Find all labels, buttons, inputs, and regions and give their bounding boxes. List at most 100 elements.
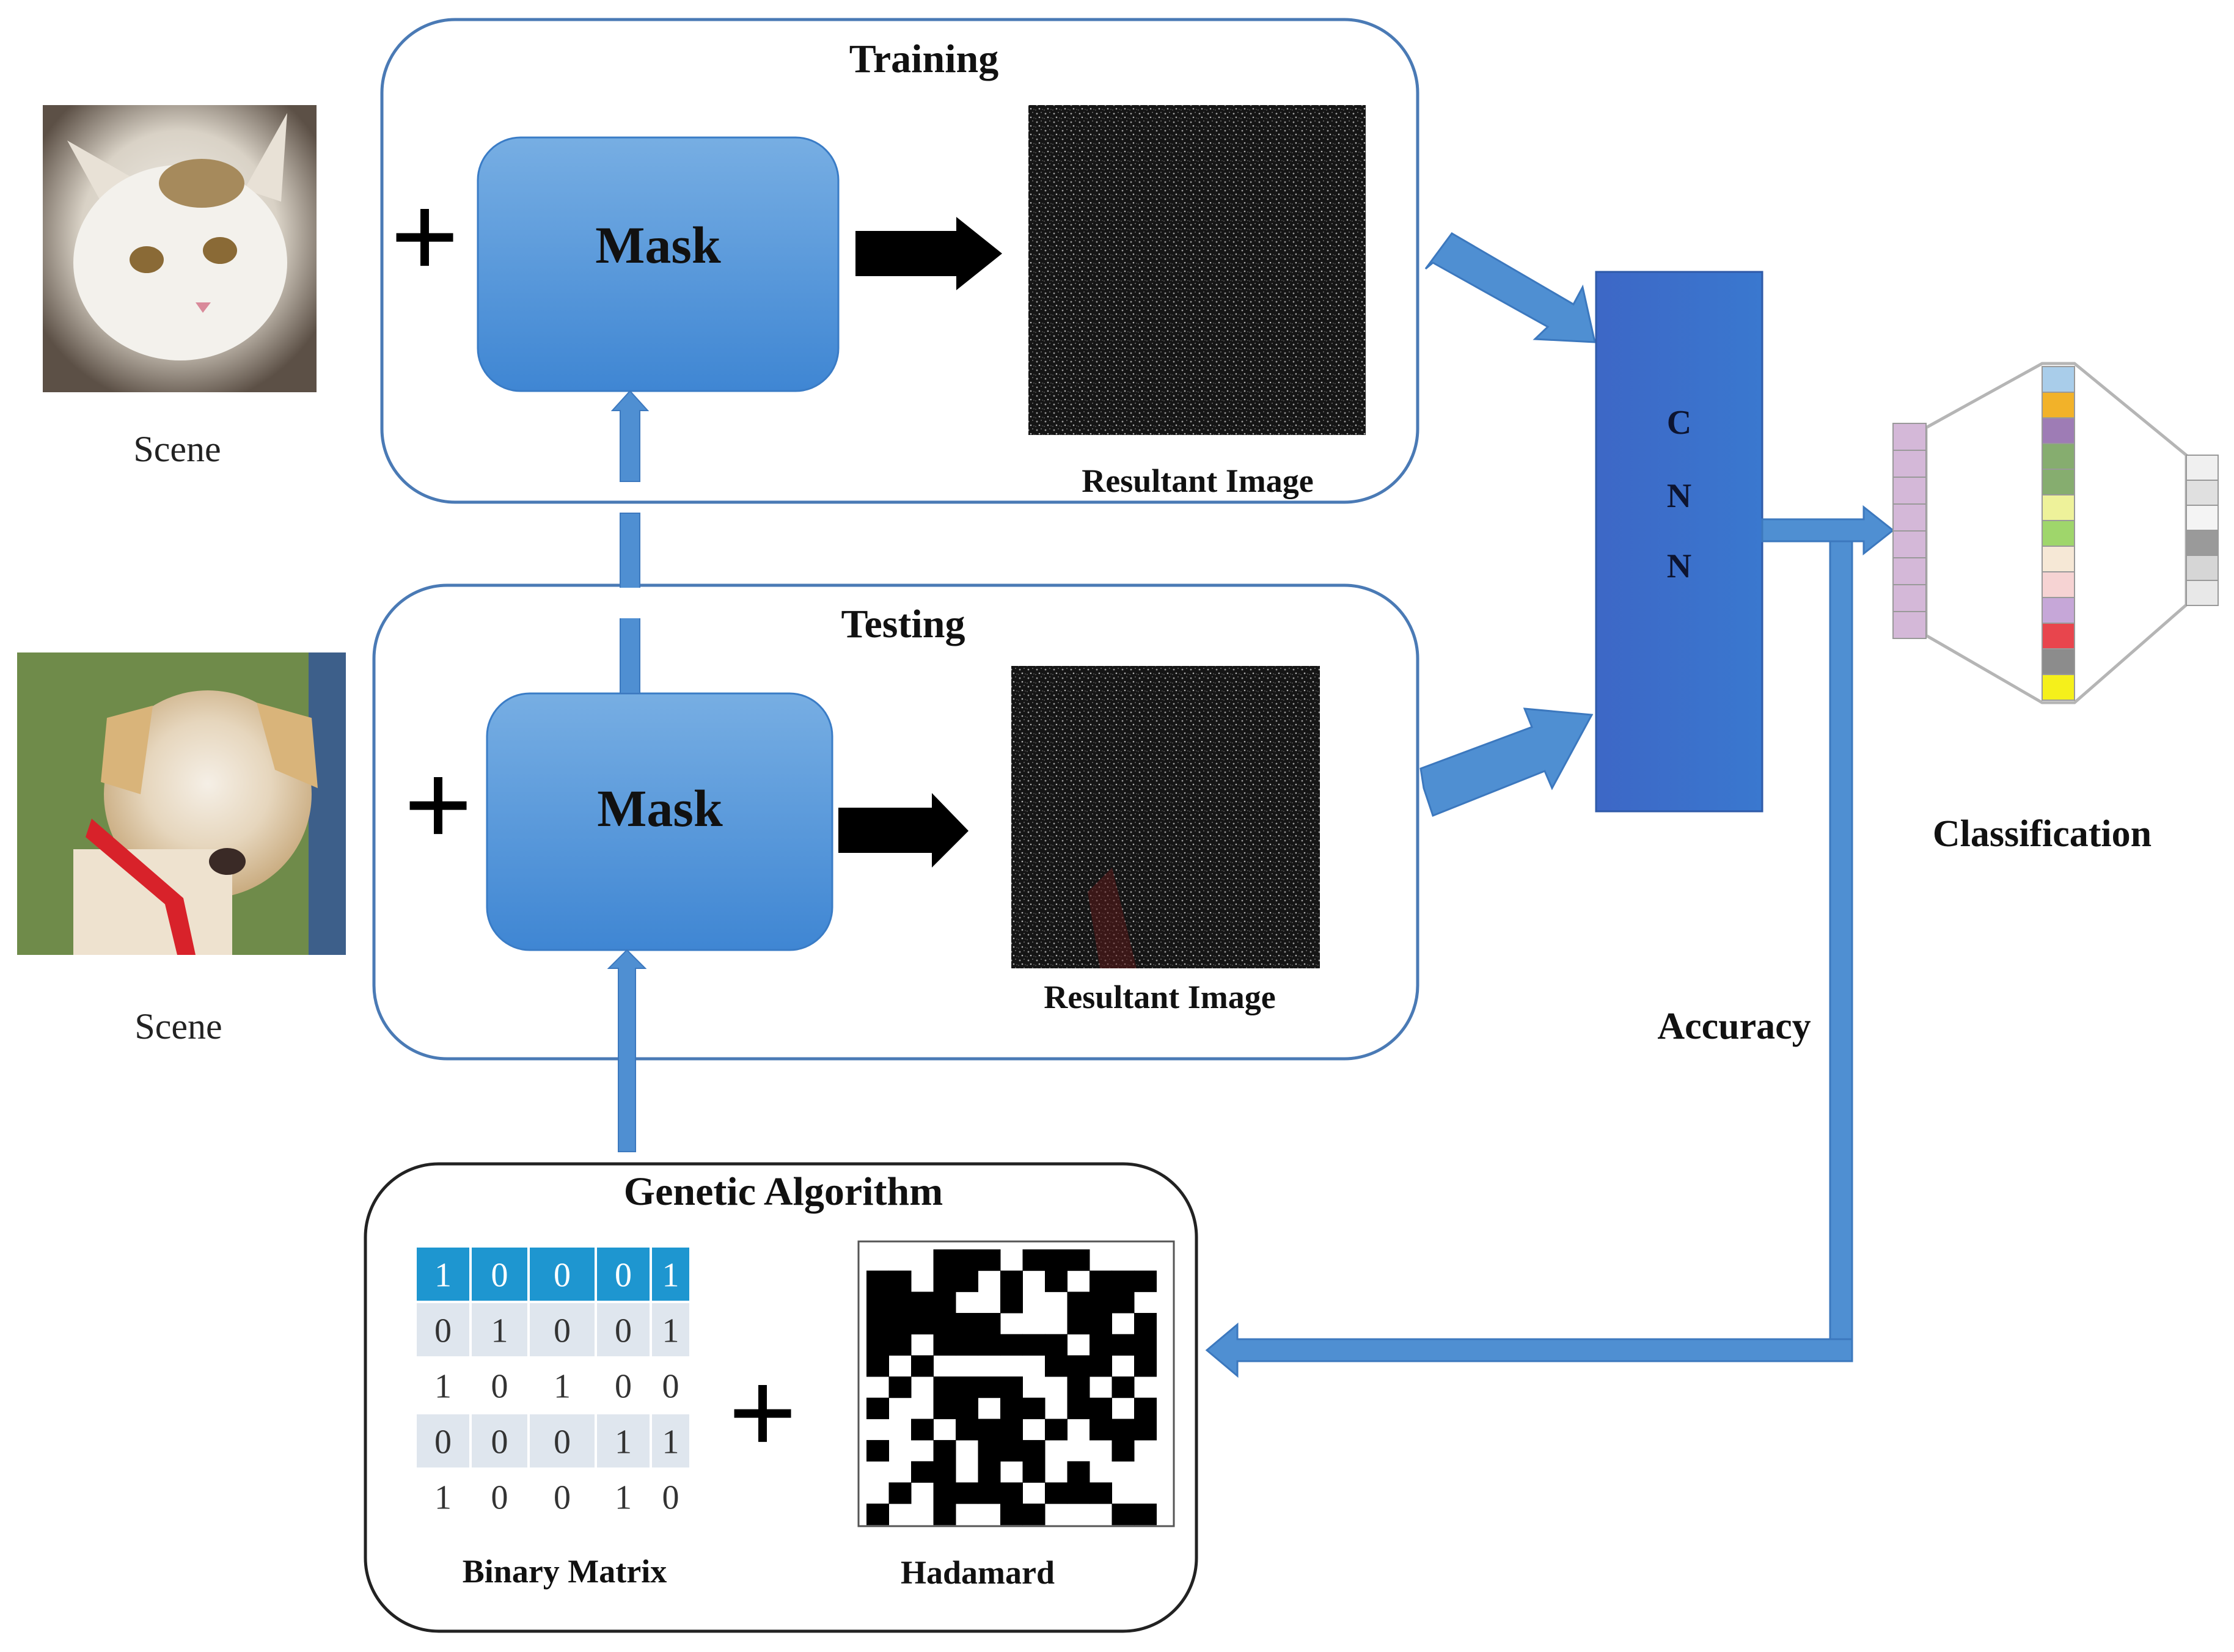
hidden-neuron-cell (2042, 674, 2075, 701)
hadamard-cell (1067, 1482, 1090, 1504)
hadamard-cell (933, 1482, 956, 1504)
hadamard-cell (911, 1419, 934, 1441)
hadamard-cell (1090, 1482, 1112, 1504)
hadamard-cell (888, 1270, 912, 1292)
hadamard-cell (1112, 1292, 1135, 1314)
hadamard-cell (866, 1313, 889, 1335)
output-neuron-cell (2186, 455, 2219, 481)
hadamard-cell (1090, 1419, 1112, 1441)
hadamard-cell (911, 1461, 934, 1483)
cat-scene: Scene (43, 105, 317, 469)
output-neuron-cell (2186, 505, 2219, 531)
hidden-neuron-cell (2042, 520, 2075, 547)
cat-eye-left (130, 246, 164, 273)
testing-mask-box (486, 692, 833, 951)
hadamard-cell (1134, 1313, 1157, 1335)
matrix-cell (414, 1467, 472, 1526)
cat-nose (196, 302, 211, 313)
hadamard-cell (933, 1249, 956, 1271)
cnn-letter-c: C (1667, 404, 1691, 442)
input-neuron-cell (1892, 503, 1927, 532)
hadamard-cell (888, 1313, 912, 1335)
hadamard-cell (1000, 1334, 1023, 1356)
hadamard-cell (1090, 1334, 1112, 1356)
hadamard-pattern (866, 1249, 1157, 1526)
hadamard-cell (1112, 1270, 1135, 1292)
dog-body (73, 849, 232, 955)
matrix-cell (650, 1467, 692, 1526)
cnn-output-arrows: Accuracy (1205, 505, 1895, 1378)
hadamard-cell (1000, 1376, 1023, 1398)
hadamard-cell (933, 1376, 956, 1398)
accuracy-label: Accuracy (1657, 1006, 1811, 1047)
training-resultant-image (1028, 105, 1366, 435)
dog-ear-left (101, 706, 153, 794)
hadamard-cell (1022, 1440, 1046, 1462)
matrix-cell-value: 0 (554, 1424, 571, 1461)
testing-mask-label: Mask (597, 779, 723, 838)
hadamard-cell (911, 1313, 934, 1335)
matrix-cell-value: 1 (662, 1257, 679, 1295)
matrix-cell-value: 1 (434, 1257, 452, 1295)
hadamard-cell (1134, 1334, 1157, 1356)
matrix-cell-value: 1 (662, 1424, 679, 1461)
matrix-cell (414, 1412, 472, 1470)
matrix-cell-value: 1 (615, 1479, 632, 1517)
dog-nose (209, 848, 246, 875)
hadamard-cell (866, 1334, 889, 1356)
cat-eye-right (203, 237, 237, 264)
hadamard-cell (888, 1292, 912, 1314)
hadamard-cell (933, 1270, 956, 1292)
training-to-cnn-arrow (1424, 232, 1596, 343)
hadamard-cell (978, 1440, 1001, 1462)
ga-title: Genetic Algorithm (624, 1169, 943, 1214)
training-title: Training (849, 37, 999, 81)
output-neuron-cell (2186, 555, 2219, 581)
matrix-cell-value: 0 (615, 1368, 632, 1406)
cnn-letter-n2: N (1667, 547, 1691, 585)
hadamard-cell (933, 1334, 956, 1356)
dog-ear-right (257, 703, 318, 788)
hidden-neuron-cell (2042, 366, 2075, 393)
binary-matrix-label: Binary Matrix (463, 1553, 667, 1590)
training-plus-sign: + (390, 170, 460, 305)
matrix-cell (595, 1412, 652, 1470)
hadamard-cell (911, 1355, 934, 1377)
hadamard-cell (1112, 1419, 1135, 1441)
ga-to-testing-mask-arrow (607, 949, 647, 1152)
testing-black-arrow (838, 793, 969, 868)
feedback-to-ga-arrow (1205, 1322, 1853, 1378)
hadamard-cell (866, 1355, 889, 1377)
testing-panel-border (372, 583, 1419, 1061)
matrix-cell (469, 1412, 530, 1470)
mask-feed-connectors (607, 390, 650, 1152)
testing-plus-sign: + (403, 738, 473, 873)
hadamard-cell (1134, 1419, 1157, 1441)
hadamard-cell (1000, 1292, 1023, 1314)
hadamard-cell (956, 1419, 978, 1441)
input-neuron-cell (1892, 423, 1927, 451)
hadamard-cell (978, 1482, 1001, 1504)
output-neuron-cell (2186, 480, 2219, 506)
hadamard-cell (866, 1397, 889, 1419)
matrix-cell (527, 1356, 597, 1414)
matrix-cell-value: 0 (491, 1257, 508, 1295)
hadamard-cell (1090, 1292, 1112, 1314)
hadamard-cell (978, 1461, 1001, 1483)
hadamard-cell (1000, 1397, 1023, 1419)
matrix-cell-value: 0 (434, 1312, 452, 1350)
matrix-cell-value: 1 (491, 1312, 508, 1350)
cnn-block: C N N (1595, 271, 1763, 813)
classification-label: Classification (1933, 813, 2152, 855)
hadamard-cell (933, 1397, 956, 1419)
hadamard-cell (1090, 1397, 1112, 1419)
cnn-letter-n1: N (1667, 477, 1691, 515)
hadamard-cell (956, 1249, 978, 1271)
hadamard-cell (1000, 1270, 1023, 1292)
testing-panel: Testing + Mask Resultant Image (372, 583, 1419, 1061)
hadamard-cell (978, 1419, 1001, 1441)
dog-scene: Scene (17, 652, 346, 1047)
hidden-neuron-cell (2042, 597, 2075, 624)
feedback-vertical-line (1829, 540, 1853, 1361)
hadamard-cell (1045, 1270, 1068, 1292)
